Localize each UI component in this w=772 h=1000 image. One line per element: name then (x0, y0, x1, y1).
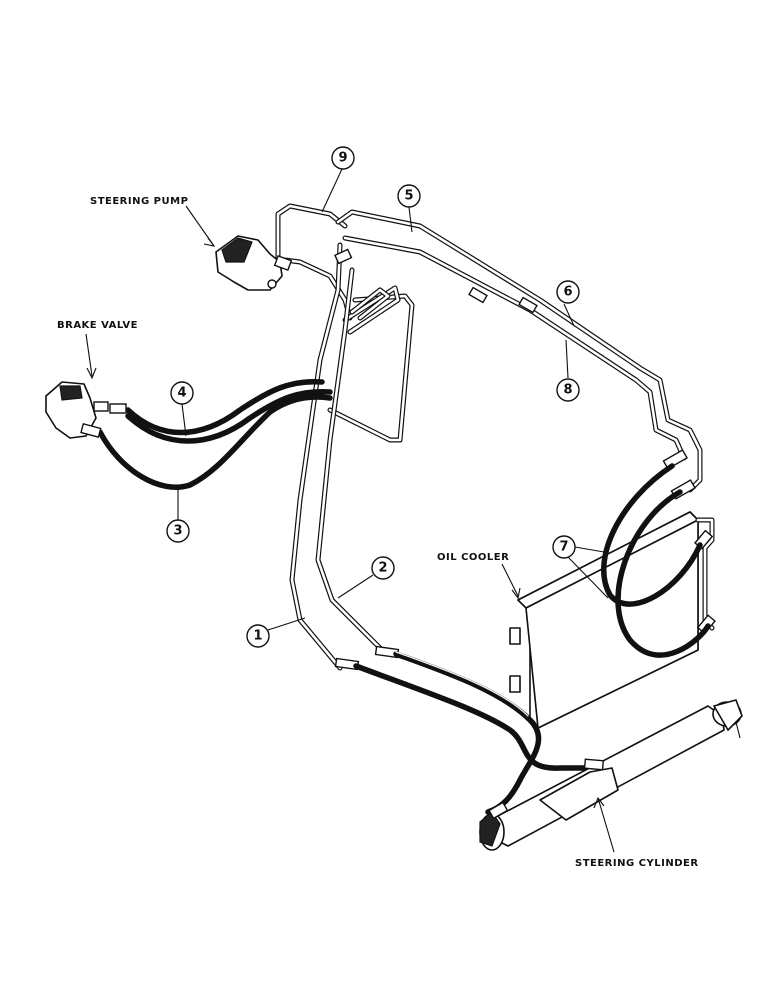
label-oil-cooler: OIL COOLER (437, 552, 509, 563)
callout-1: 1 (246, 617, 306, 648)
svg-text:6: 6 (563, 285, 572, 300)
leader-arrow-pump (203, 237, 216, 247)
svg-text:7: 7 (559, 540, 568, 555)
leader-arrow-cooler (511, 587, 521, 600)
callout-7: 7 (552, 535, 609, 599)
leader-arrow-brake (86, 367, 97, 380)
label-brake-valve: BRAKE VALVE (57, 320, 138, 331)
svg-text:9: 9 (338, 151, 347, 166)
brake-valve (45, 381, 127, 439)
label-steering-cylinder: STEERING CYLINDER (575, 858, 699, 869)
leader-steering-cylinder (597, 797, 615, 853)
callout-5: 5 (397, 184, 421, 233)
svg-text:5: 5 (404, 189, 413, 204)
svg-text:1: 1 (253, 629, 262, 644)
steering-cylinder (479, 699, 743, 851)
callout-8: 8 (556, 339, 580, 402)
svg-text:8: 8 (563, 383, 572, 398)
svg-text:2: 2 (378, 561, 387, 576)
callout-2: 2 (337, 556, 395, 599)
callout-3: 3 (166, 486, 190, 543)
callout-9: 9 (321, 146, 355, 213)
oil-cooler (509, 511, 699, 729)
callout-4: 4 (170, 381, 194, 437)
leader-arrow-cylinder (593, 796, 605, 809)
hoses (97, 379, 711, 815)
leader-brake-valve (85, 333, 93, 377)
svg-text:3: 3 (173, 524, 182, 539)
callout-6: 6 (556, 280, 580, 327)
svg-text:4: 4 (177, 386, 186, 401)
label-steering-pump: STEERING PUMP (90, 196, 188, 207)
steering-pump (215, 235, 293, 291)
steel-lines (275, 203, 715, 671)
leader-oil-cooler (501, 563, 519, 597)
